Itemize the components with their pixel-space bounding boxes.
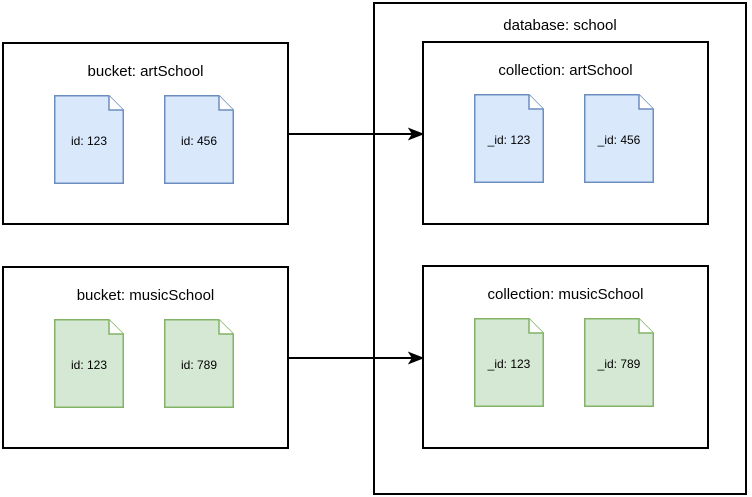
bucket-musicschool-box: bucket: musicSchool id: 123 id: 789 [2, 266, 289, 449]
document-icon [164, 95, 234, 184]
document-label: id: 123 [70, 358, 108, 372]
collection-artschool-box: collection: artSchool _id: 123 _id: 456 [422, 41, 709, 225]
document-label: _id: 456 [597, 133, 641, 147]
document-icon [474, 94, 544, 183]
document-shape: _id: 123 [474, 318, 544, 407]
document-icon [474, 318, 544, 407]
document-label: id: 123 [70, 134, 108, 148]
document-shape: _id: 789 [584, 318, 654, 407]
collection-musicschool-box: collection: musicSchool _id: 123 _id: 78… [422, 265, 709, 449]
document-icon [54, 95, 124, 184]
document-label: _id: 123 [487, 133, 531, 147]
document-label: _id: 123 [487, 357, 531, 371]
document-icon [164, 319, 234, 408]
document-shape: id: 789 [164, 319, 234, 408]
document-shape: _id: 456 [584, 94, 654, 183]
document-label: id: 789 [180, 358, 218, 372]
document-label: id: 456 [180, 134, 218, 148]
document-icon [54, 319, 124, 408]
document-label: _id: 789 [597, 357, 641, 371]
document-shape: _id: 123 [474, 94, 544, 183]
bucket-musicschool-title: bucket: musicSchool [76, 287, 215, 304]
document-icon [584, 318, 654, 407]
arrow-bucket-music-to-collection-music [287, 348, 425, 368]
bucket-artschool-box: bucket: artSchool id: 123 id: 456 [2, 42, 289, 225]
document-shape: id: 456 [164, 95, 234, 184]
collection-artschool-title: collection: artSchool [498, 62, 633, 79]
arrow-icon [287, 351, 425, 365]
document-shape: id: 123 [54, 95, 124, 184]
arrow-icon [287, 127, 425, 141]
database-container-title: database: school [503, 17, 617, 34]
document-shape: id: 123 [54, 319, 124, 408]
collection-musicschool-title: collection: musicSchool [487, 286, 644, 303]
arrow-bucket-art-to-collection-art [287, 124, 425, 144]
document-icon [584, 94, 654, 183]
bucket-artschool-title: bucket: artSchool [87, 63, 204, 80]
